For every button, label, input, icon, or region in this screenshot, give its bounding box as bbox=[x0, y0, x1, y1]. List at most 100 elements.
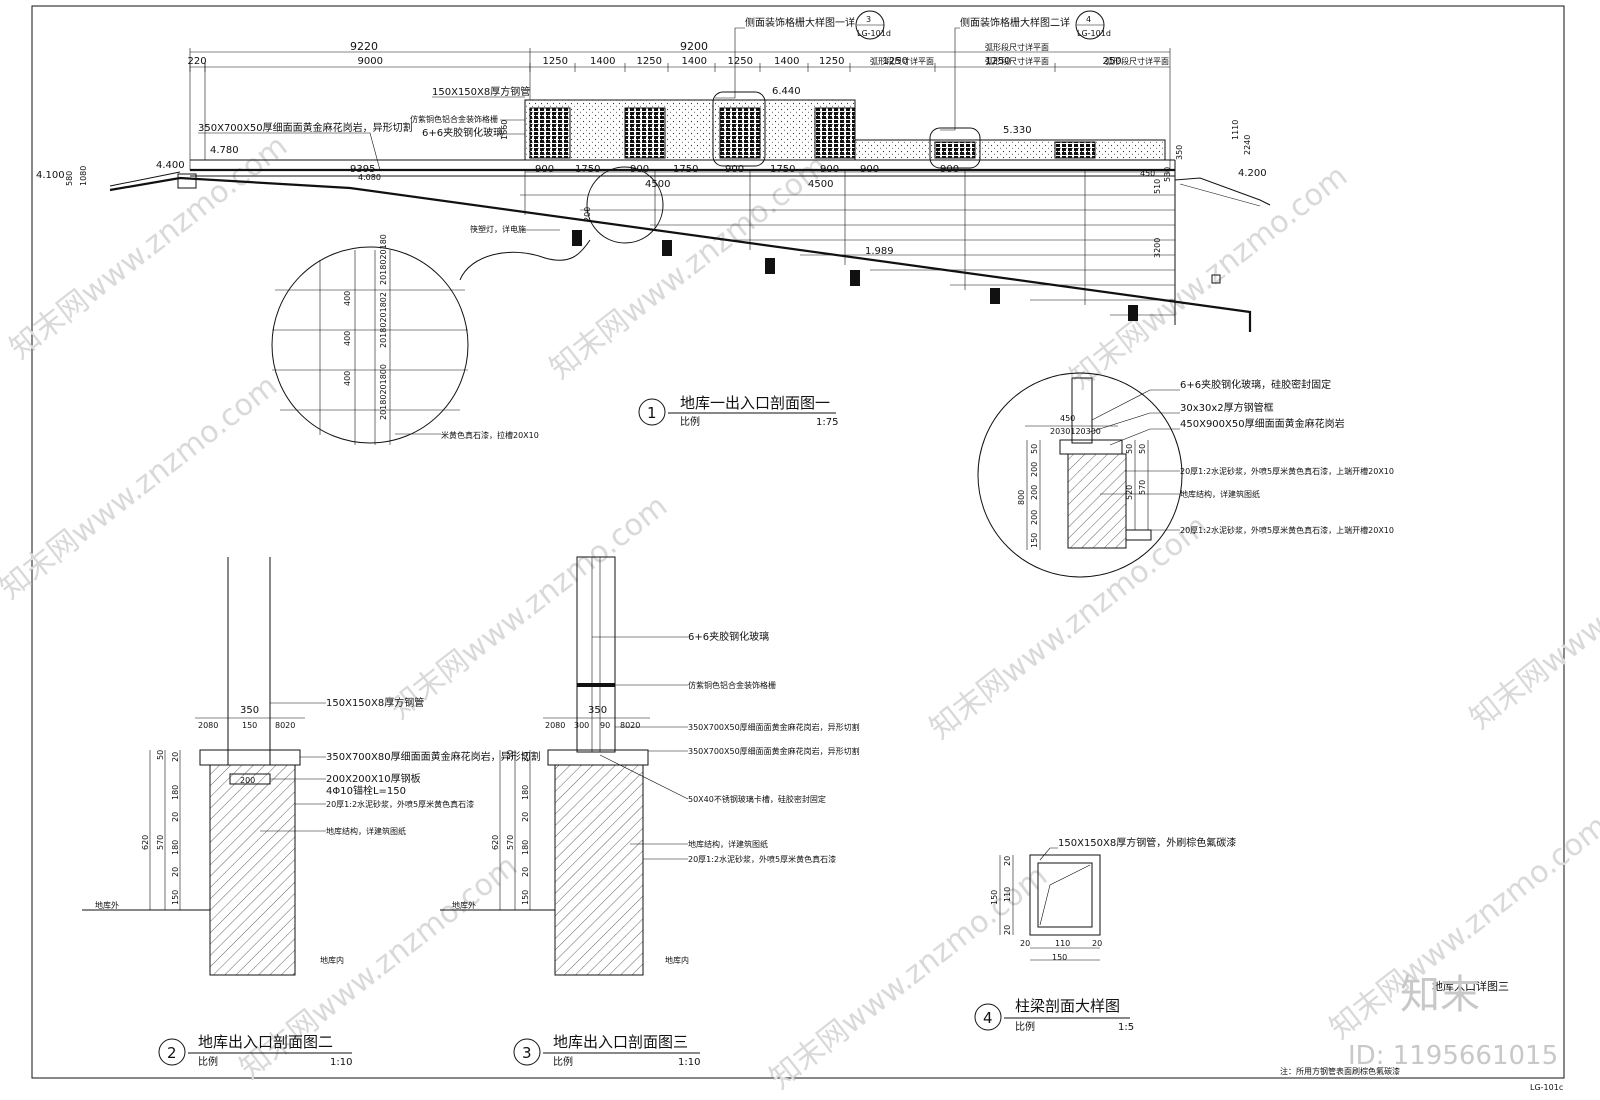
drain bbox=[177, 173, 197, 189]
section-2: 350 2080 150 8020 200 620 570 50 20 180 … bbox=[82, 557, 541, 1068]
dim: 150 bbox=[521, 890, 530, 905]
note: 350X700X80厚细面面黄金麻花岗岩，异形切割 bbox=[326, 750, 541, 763]
dim: 4.080 bbox=[358, 173, 381, 182]
dim: 20 bbox=[521, 752, 530, 762]
dim: 530 bbox=[1163, 167, 1172, 182]
label-inside: 地库内 bbox=[320, 955, 344, 965]
dim: 570 bbox=[1138, 480, 1147, 495]
grille-panel-tall bbox=[524, 99, 856, 161]
dim: 150 bbox=[990, 890, 999, 905]
section-3: 350 2080 300 90 8020 620 570 50 20 180 2… bbox=[440, 556, 860, 1068]
detail-circle-enlarged bbox=[271, 246, 469, 444]
dim: 150 bbox=[242, 721, 257, 730]
granite-coping bbox=[1059, 439, 1123, 455]
grille-module bbox=[624, 107, 666, 159]
dim-top-chain: 1400 bbox=[774, 56, 799, 67]
title-num-4: 4 bbox=[983, 1009, 993, 1027]
callout-box-1 bbox=[712, 91, 766, 167]
level-6440: 6.440 bbox=[772, 86, 801, 97]
dim: 50 bbox=[1030, 444, 1039, 454]
dim-mid-chain: 900 bbox=[860, 164, 879, 175]
dim: 20 bbox=[171, 812, 180, 822]
footer: 注：所用方钢管表面刷棕色氟碳漆 LG-101c 地库入口详图三 知末 ID: 1… bbox=[1280, 972, 1563, 1092]
arc-label: 弧形段尺寸详平面 bbox=[1105, 56, 1169, 66]
ghost-title: 地库入口详图三 bbox=[1432, 979, 1509, 993]
watermark-text: 知末网www.znzmo.com bbox=[383, 488, 674, 726]
dim: 350 bbox=[240, 705, 259, 716]
level-4400: 4.400 bbox=[156, 160, 185, 171]
glass-post bbox=[1071, 377, 1093, 444]
dim-top-chain: 1250 bbox=[819, 56, 844, 67]
structure-hatch bbox=[209, 764, 296, 976]
title-scale-2: 1:10 bbox=[330, 1057, 352, 1068]
dim: 2080 bbox=[545, 721, 565, 730]
dim-mid-chain: 1750 bbox=[770, 164, 795, 175]
dim-top-chain: 1250 bbox=[985, 56, 1010, 67]
ramp-beam bbox=[572, 230, 582, 246]
label-granite: 350X700X50厚细面面黄金麻花岗岩，异形切割 bbox=[198, 121, 413, 134]
note: 150X150X8厚方钢管 bbox=[326, 696, 424, 709]
dim-top-chain: 9000 bbox=[358, 56, 383, 67]
dim: 580 bbox=[65, 171, 74, 186]
title-scale-4: 1:5 bbox=[1118, 1022, 1134, 1033]
note: 200X200X10厚钢板 bbox=[326, 772, 421, 785]
label-aluminum: 仿紫铜色铝合金装饰格栅 bbox=[410, 114, 498, 124]
grille-module bbox=[814, 107, 856, 159]
label-outside: 地库外 bbox=[452, 900, 476, 910]
dim: 20 bbox=[1092, 939, 1102, 948]
note: 4Φ10锚栓L=150 bbox=[326, 784, 406, 797]
ramp-beam bbox=[850, 270, 860, 286]
title-bubble-2 bbox=[158, 1038, 186, 1066]
dim-top-chain: 1250 bbox=[883, 56, 908, 67]
title-scale-label-1: 比例 bbox=[680, 415, 700, 428]
note: 仿紫铜色铝合金装饰格栅 bbox=[688, 680, 776, 690]
note: 6+6夹胶钢化玻璃，硅胶密封固定 bbox=[1180, 378, 1331, 391]
dim-9395: 9395 bbox=[350, 164, 375, 175]
dim: 1110 bbox=[1231, 120, 1240, 140]
grille-module bbox=[934, 141, 976, 159]
level-4100: 4.100 bbox=[36, 170, 65, 181]
note: 450X900X50厚细面面黄金麻花岗岩 bbox=[1180, 417, 1345, 430]
dim: 3200 bbox=[1153, 238, 1162, 258]
dim: 570 bbox=[506, 835, 515, 850]
grille-module bbox=[529, 107, 571, 159]
dim-mid-chain: 900 bbox=[940, 164, 959, 175]
dim: 200 bbox=[583, 207, 592, 222]
dim: 150 bbox=[1030, 533, 1039, 548]
dim: 200 bbox=[240, 776, 255, 785]
dim: 1080 bbox=[79, 166, 88, 186]
arc-label: 弧形段尺寸详平面 bbox=[985, 42, 1049, 52]
detail-circle-marker bbox=[586, 166, 664, 244]
dim: 150 bbox=[171, 890, 180, 905]
note: 20厚1:2水泥砂浆，外喷5厚米黄色真石漆 bbox=[688, 854, 836, 864]
arc-label: 弧形段尺寸详平面 bbox=[870, 56, 934, 66]
note: 地库结构，详建筑图纸 bbox=[326, 826, 406, 836]
dim-mid-chain: 1750 bbox=[575, 164, 600, 175]
detail-circle-note: 米黄色真石漆，拉槽20X10 bbox=[441, 430, 539, 440]
dim: 200 bbox=[1030, 485, 1039, 500]
steel-tube-outer bbox=[1029, 854, 1101, 936]
dim: 50 bbox=[1125, 444, 1134, 454]
title-bubble-3 bbox=[513, 1038, 541, 1066]
dim: 20 bbox=[171, 867, 180, 877]
dim-top-chain: 220 bbox=[188, 56, 207, 67]
callout-ref-1: LG-101d bbox=[857, 29, 891, 38]
dim: 2018020180 bbox=[379, 234, 388, 285]
dim: 20 bbox=[1003, 856, 1012, 866]
label-inside: 地库内 bbox=[665, 955, 689, 965]
dim: 2240 bbox=[1243, 135, 1252, 155]
dim-mid-chain: 900 bbox=[820, 164, 839, 175]
callout-num-2: 4 bbox=[1086, 15, 1091, 24]
level-5330: 5.330 bbox=[1003, 125, 1032, 136]
title-bubble-4 bbox=[974, 1003, 1002, 1031]
dim: 110 bbox=[1055, 939, 1070, 948]
dim: 20 bbox=[521, 812, 530, 822]
grille-module bbox=[1054, 141, 1096, 159]
ground-step bbox=[1125, 529, 1152, 541]
dim: 510 bbox=[1153, 179, 1162, 194]
structure-hatch bbox=[554, 764, 644, 976]
title-scale-label-2: 比例 bbox=[198, 1055, 218, 1068]
dim: 150 bbox=[1052, 953, 1067, 962]
